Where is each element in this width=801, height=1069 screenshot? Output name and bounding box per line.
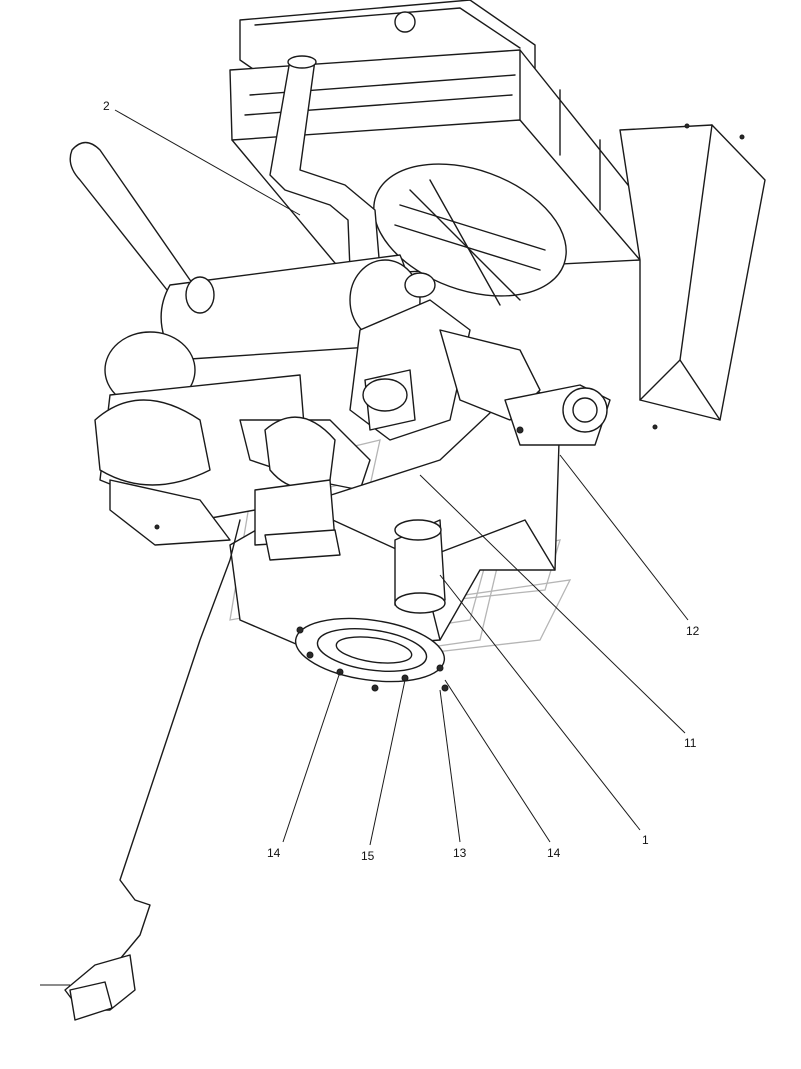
engine-block	[229, 272, 611, 692]
leader-lines	[114, 109, 689, 846]
callout-12: 12	[686, 624, 700, 638]
throttle-cable	[40, 519, 241, 1021]
callout-1: 1	[642, 833, 649, 847]
callout-2: 2	[103, 99, 110, 113]
radiator-assembly	[229, 0, 766, 430]
callout-15: 15	[361, 849, 375, 863]
callout-13: 13	[453, 846, 467, 860]
callout-11: 11	[684, 736, 697, 750]
callout-labels: 2 12 11 1 14 15 13 14	[103, 99, 700, 863]
callout-14-right: 14	[547, 846, 561, 860]
air-intake	[94, 331, 371, 546]
callout-14-left: 14	[267, 846, 281, 860]
